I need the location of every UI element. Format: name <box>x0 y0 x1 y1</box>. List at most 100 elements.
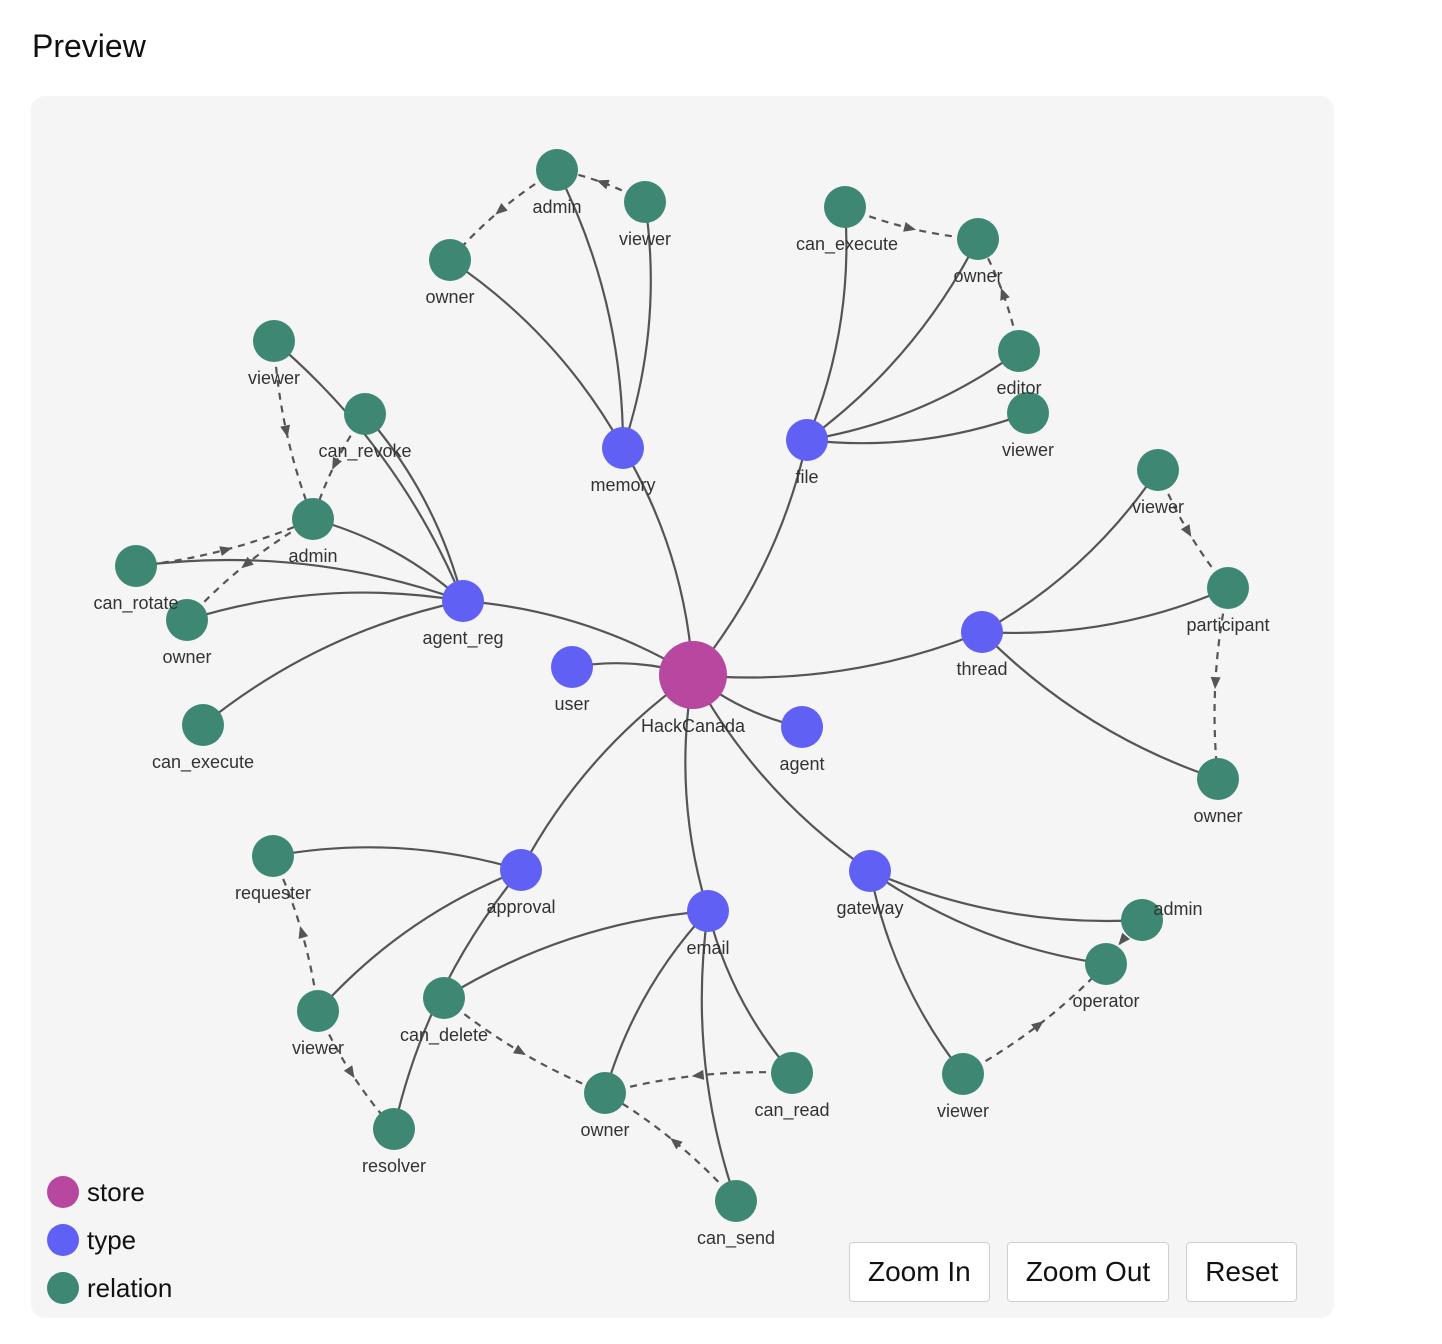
edge-email-em_can_delete <box>443 909 709 999</box>
arrow-memory_admin-memory_owner-icon <box>495 203 508 215</box>
edge-ap_viewer-ap_resolver <box>316 1010 395 1130</box>
node-label-file_viewer: viewer <box>1002 440 1054 460</box>
edge-gateway-gw_admin <box>869 869 1143 923</box>
arrow-file_can_execute-file_owner-icon <box>903 222 917 232</box>
edge-file-file_owner <box>806 238 979 441</box>
node-memory_admin[interactable] <box>536 149 578 191</box>
zoom-in-button[interactable]: Zoom In <box>849 1242 990 1302</box>
edge-store-gateway <box>692 674 871 872</box>
arrow-em_can_send-em_owner-icon <box>670 1137 683 1150</box>
zoom-out-button[interactable]: Zoom Out <box>1006 1242 1170 1302</box>
node-label-gw_operator: operator <box>1072 991 1139 1011</box>
node-label-memory: memory <box>590 475 655 495</box>
node-memory_owner[interactable] <box>429 239 471 281</box>
reset-button[interactable]: Reset <box>1186 1242 1298 1302</box>
edge-agent_reg-ar_can_rotate <box>135 558 464 603</box>
node-label-file_owner: owner <box>953 266 1002 286</box>
labels-layer: HackCanadauseragentmemoryadminviewerowne… <box>93 197 1269 1249</box>
edge-store-thread <box>692 630 983 679</box>
node-ar_viewer[interactable] <box>253 320 295 362</box>
node-label-email: email <box>686 938 729 958</box>
arrow-memory_viewer-memory_admin-icon <box>596 179 610 190</box>
node-label-ap_viewer: viewer <box>292 1038 344 1058</box>
node-thread_participant[interactable] <box>1207 567 1249 609</box>
node-label-em_can_read: can_read <box>754 1100 829 1121</box>
node-file_can_execute[interactable] <box>824 186 866 228</box>
node-ar_admin[interactable] <box>292 498 334 540</box>
node-em_can_send[interactable] <box>715 1180 757 1222</box>
edge-agent_reg-ar_can_execute <box>202 599 464 726</box>
type-swatch-icon <box>47 1224 79 1256</box>
edge-agent_reg-ar_viewer <box>273 340 465 602</box>
node-thread_viewer[interactable] <box>1137 449 1179 491</box>
node-agent_reg[interactable] <box>442 580 484 622</box>
edge-approval-ap_viewer <box>317 868 522 1012</box>
node-label-gateway: gateway <box>836 898 903 918</box>
node-email[interactable] <box>687 890 729 932</box>
legend: store type relation <box>47 1168 172 1312</box>
node-label-thread_viewer: viewer <box>1132 497 1184 517</box>
node-label-ar_can_execute: can_execute <box>152 752 254 773</box>
node-thread_owner[interactable] <box>1197 758 1239 800</box>
node-label-approval: approval <box>486 897 555 917</box>
node-ap_viewer[interactable] <box>297 990 339 1032</box>
node-gw_viewer[interactable] <box>942 1053 984 1095</box>
node-label-memory_admin: admin <box>532 197 581 217</box>
node-ar_can_revoke[interactable] <box>344 393 386 435</box>
node-memory_viewer[interactable] <box>624 181 666 223</box>
node-label-ap_requester: requester <box>235 883 311 903</box>
edge-store-file <box>692 439 809 676</box>
node-label-gw_viewer: viewer <box>937 1101 989 1121</box>
node-thread[interactable] <box>961 611 1003 653</box>
edge-agent_reg-ar_can_revoke <box>364 413 465 602</box>
node-file_editor[interactable] <box>998 330 1040 372</box>
node-label-ar_owner: owner <box>162 647 211 667</box>
node-gw_operator[interactable] <box>1085 943 1127 985</box>
node-label-memory_viewer: viewer <box>619 229 671 249</box>
node-label-ar_can_revoke: can_revoke <box>318 441 411 462</box>
node-user[interactable] <box>551 646 593 688</box>
node-em_owner[interactable] <box>584 1072 626 1114</box>
zoom-controls: Zoom In Zoom Out Reset <box>849 1242 1298 1302</box>
node-label-thread: thread <box>956 659 1007 679</box>
node-label-file: file <box>795 467 818 487</box>
relation-swatch-icon <box>47 1272 79 1304</box>
node-em_can_delete[interactable] <box>423 977 465 1019</box>
node-gateway[interactable] <box>849 850 891 892</box>
node-ap_requester[interactable] <box>252 835 294 877</box>
edge-email-em_can_read <box>706 910 793 1074</box>
node-file_owner[interactable] <box>957 218 999 260</box>
arrow-em_can_delete-em_owner-icon <box>512 1044 526 1055</box>
edge-email-em_owner <box>603 910 709 1094</box>
edge-gw_viewer-gw_operator <box>962 963 1107 1075</box>
node-file_viewer[interactable] <box>1007 392 1049 434</box>
node-file[interactable] <box>786 419 828 461</box>
node-label-memory_owner: owner <box>425 287 474 307</box>
arrow-thread_participant-thread_owner-icon <box>1210 676 1221 690</box>
edge-memory-memory_viewer <box>621 201 652 449</box>
node-label-agent_reg: agent_reg <box>422 628 503 649</box>
node-ar_can_rotate[interactable] <box>115 545 157 587</box>
edge-thread-thread_owner <box>981 631 1219 781</box>
node-approval[interactable] <box>500 849 542 891</box>
legend-item-type: type <box>47 1216 172 1264</box>
node-memory[interactable] <box>602 427 644 469</box>
legend-item-relation: relation <box>47 1264 172 1312</box>
node-store[interactable] <box>659 641 727 709</box>
legend-label-store: store <box>87 1176 145 1207</box>
node-ar_can_execute[interactable] <box>182 704 224 746</box>
node-ar_owner[interactable] <box>166 599 208 641</box>
edge-file-file_editor <box>806 350 1020 442</box>
edge-memory-memory_owner <box>449 259 624 449</box>
node-label-gw_admin: admin <box>1153 899 1202 919</box>
node-label-ar_viewer: viewer <box>248 368 300 388</box>
nodes-layer <box>115 149 1249 1222</box>
arrow-ar_admin-ar_owner-icon <box>241 556 254 569</box>
edge-store-approval <box>520 674 694 871</box>
node-gw_admin[interactable] <box>1121 899 1163 941</box>
node-em_can_read[interactable] <box>771 1052 813 1094</box>
node-ap_resolver[interactable] <box>373 1108 415 1150</box>
edge-agent_reg-ar_owner <box>186 591 464 622</box>
node-agent[interactable] <box>781 706 823 748</box>
